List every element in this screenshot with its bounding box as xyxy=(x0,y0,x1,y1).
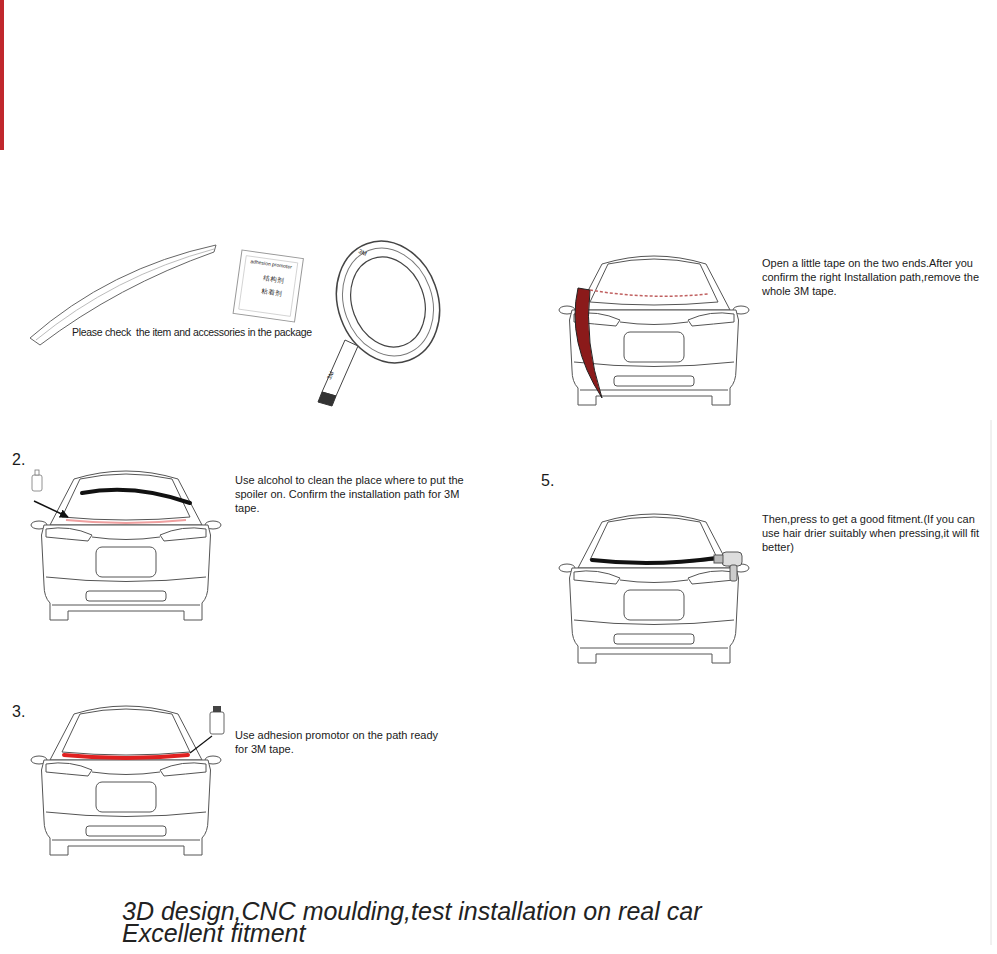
drawing-part xyxy=(82,490,190,503)
drawing-part xyxy=(338,246,437,357)
car-rear xyxy=(559,256,749,405)
step-instruction: Then,press to get a good fitment.(If you… xyxy=(762,513,990,555)
drawing-part xyxy=(34,501,68,517)
drawing-part xyxy=(64,755,188,758)
step-overlay xyxy=(592,552,742,581)
car-rear xyxy=(559,514,749,663)
drawing-part xyxy=(322,340,358,396)
step-overlay xyxy=(32,470,190,523)
step-instruction: Open a little tape on the two ends.After… xyxy=(762,257,990,299)
drawing-part xyxy=(575,288,602,398)
drawing-part xyxy=(66,520,186,523)
drawing-part xyxy=(590,290,708,296)
promoter-package xyxy=(233,250,303,322)
step-overlay xyxy=(64,706,224,758)
drawing-part xyxy=(592,558,716,563)
feature-slogan: Excellent fitment xyxy=(122,918,305,950)
step-caption: Please check the item and accessories in… xyxy=(72,326,312,339)
drawing-part xyxy=(213,706,221,712)
accent-bar xyxy=(0,0,4,150)
edge-line xyxy=(991,420,992,945)
drawing-part xyxy=(239,256,298,317)
step-overlay xyxy=(575,288,708,398)
drawing-part xyxy=(722,552,742,566)
step-number: 3. xyxy=(12,702,25,722)
step-number: 2. xyxy=(12,450,25,470)
car-rear xyxy=(31,706,221,855)
drawing-part xyxy=(233,250,303,322)
step-instruction: Use alcohol to clean the place where to … xyxy=(235,474,467,516)
hair-dryer xyxy=(714,552,742,581)
drawing-part xyxy=(730,565,737,581)
step-instruction: Use adhesion promotor on the path ready … xyxy=(235,729,453,757)
drawing-part xyxy=(318,392,336,406)
drawing-part xyxy=(210,712,224,734)
step-number: 5. xyxy=(541,471,554,491)
drawing-part xyxy=(190,736,212,753)
drawing-part xyxy=(714,555,723,563)
tape-roll xyxy=(318,227,456,406)
drawing-part xyxy=(32,475,42,491)
drawing-part xyxy=(35,470,39,475)
car-rear xyxy=(31,471,221,620)
